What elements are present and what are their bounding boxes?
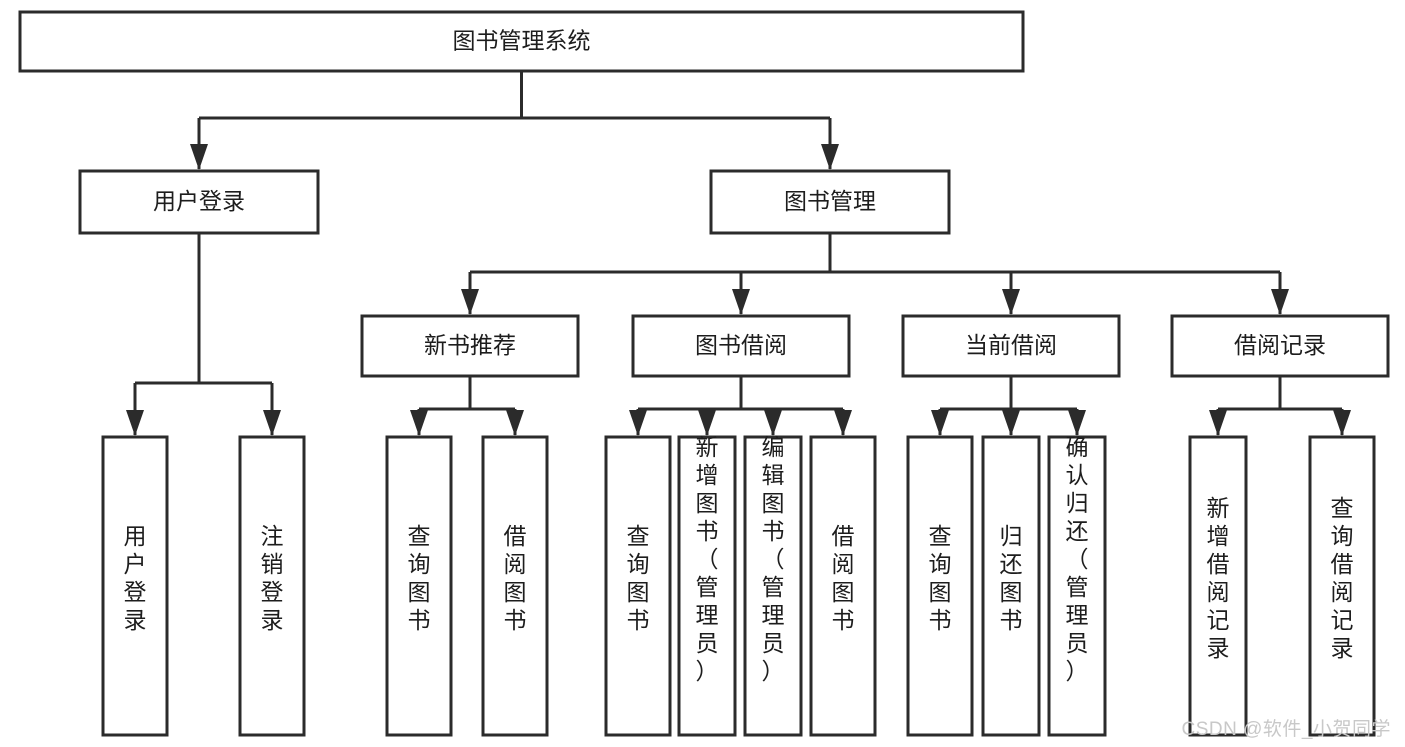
node-new-book-rec-label: 新书推荐 — [424, 332, 516, 358]
node-leaf-user-login-label: 用户登录 — [124, 523, 147, 633]
node-boxes: 图书管理系统用户登录图书管理新书推荐图书借阅当前借阅借阅记录用户登录注销登录查询… — [18, 10, 1390, 737]
node-leaf-query-book-1[interactable]: 查询图书 — [385, 435, 453, 737]
conn-book-admin-arrow-0 — [461, 289, 479, 315]
node-leaf-query-book-3-box — [906, 435, 974, 737]
node-leaf-return-book[interactable]: 归还图书 — [981, 435, 1041, 737]
node-book-admin-label: 图书管理 — [784, 188, 876, 214]
conn-book-admin-arrow-3 — [1271, 289, 1289, 315]
node-leaf-edit-book[interactable]: 编辑图书（管理员） — [743, 434, 803, 737]
csdn-watermark: CSDN @软件_小贺同学 — [1181, 719, 1391, 740]
node-leaf-add-book-label: 新增图书（管理员） — [696, 434, 719, 684]
node-leaf-borrow-book-1-label: 借阅图书 — [504, 523, 527, 633]
conn-current-borrow-arrow-2 — [1068, 410, 1086, 436]
node-leaf-query-record[interactable]: 查询借阅记录 — [1308, 435, 1376, 737]
node-leaf-logout-label: 注销登录 — [261, 523, 284, 633]
node-leaf-add-record-box — [1188, 435, 1248, 737]
node-root-label: 图书管理系统 — [453, 28, 591, 54]
conn-root-arrow-0 — [190, 144, 208, 170]
connector-lines — [126, 71, 1351, 436]
node-leaf-query-book-1-label: 查询图书 — [408, 523, 431, 633]
conn-book-admin-arrow-2 — [1002, 289, 1020, 315]
node-leaf-query-book-2[interactable]: 查询图书 — [604, 435, 672, 737]
node-borrow-record[interactable]: 借阅记录 — [1170, 314, 1390, 378]
conn-book-borrow-arrow-0 — [629, 410, 647, 436]
node-leaf-confirm-return[interactable]: 确认归还（管理员） — [1047, 434, 1107, 737]
conn-borrow-record-arrow-1 — [1333, 410, 1351, 436]
node-current-borrow-label: 当前借阅 — [965, 332, 1057, 358]
node-leaf-edit-book-box — [743, 435, 803, 737]
conn-user-login-arrow-1 — [263, 410, 281, 436]
node-borrow-record-label: 借阅记录 — [1234, 332, 1326, 358]
node-leaf-add-record-label: 新增借阅记录 — [1207, 495, 1230, 661]
node-leaf-confirm-return-box — [1047, 435, 1107, 737]
conn-new-book-rec-arrow-1 — [506, 410, 524, 436]
conn-root-arrow-1 — [821, 144, 839, 170]
conn-book-borrow-arrow-1 — [698, 410, 716, 436]
node-current-borrow[interactable]: 当前借阅 — [901, 314, 1121, 378]
conn-new-book-rec-arrow-0 — [410, 410, 428, 436]
node-book-admin-box — [709, 169, 951, 235]
node-user-login-box — [78, 169, 320, 235]
node-leaf-query-book-2-box — [604, 435, 672, 737]
node-user-login-label: 用户登录 — [153, 188, 245, 214]
node-leaf-add-record[interactable]: 新增借阅记录 — [1188, 435, 1248, 737]
node-leaf-logout[interactable]: 注销登录 — [238, 435, 306, 737]
conn-book-borrow-arrow-3 — [834, 410, 852, 436]
node-new-book-rec-box — [360, 314, 580, 378]
conn-user-login-arrow-0 — [126, 410, 144, 436]
node-book-borrow-box — [631, 314, 851, 378]
node-leaf-edit-book-label: 编辑图书（管理员） — [762, 434, 785, 684]
node-borrow-record-box — [1170, 314, 1390, 378]
node-leaf-borrow-book-1-box — [481, 435, 549, 737]
node-leaf-query-book-2-label: 查询图书 — [627, 523, 650, 633]
node-leaf-query-record-label: 查询借阅记录 — [1331, 495, 1354, 661]
node-leaf-borrow-book-2[interactable]: 借阅图书 — [809, 435, 877, 737]
node-leaf-borrow-book-2-label: 借阅图书 — [832, 523, 855, 633]
node-user-login[interactable]: 用户登录 — [78, 169, 320, 235]
node-current-borrow-box — [901, 314, 1121, 378]
conn-book-admin-arrow-1 — [732, 289, 750, 315]
node-leaf-add-book[interactable]: 新增图书（管理员） — [677, 434, 737, 737]
node-leaf-return-book-label: 归还图书 — [1000, 523, 1023, 633]
node-leaf-add-book-box — [677, 435, 737, 737]
conn-book-borrow-arrow-2 — [764, 410, 782, 436]
node-book-admin[interactable]: 图书管理 — [709, 169, 951, 235]
node-leaf-borrow-book-1[interactable]: 借阅图书 — [481, 435, 549, 737]
node-leaf-query-book-1-box — [385, 435, 453, 737]
conn-borrow-record-arrow-0 — [1209, 410, 1227, 436]
node-root-box — [18, 10, 1025, 73]
node-book-borrow[interactable]: 图书借阅 — [631, 314, 851, 378]
node-leaf-query-book-3-label: 查询图书 — [929, 523, 952, 633]
node-root[interactable]: 图书管理系统 — [18, 10, 1025, 73]
conn-current-borrow-arrow-1 — [1002, 410, 1020, 436]
node-leaf-logout-box — [238, 435, 306, 737]
node-leaf-borrow-book-2-box — [809, 435, 877, 737]
node-new-book-rec[interactable]: 新书推荐 — [360, 314, 580, 378]
node-leaf-user-login[interactable]: 用户登录 — [101, 435, 169, 737]
node-leaf-query-record-box — [1308, 435, 1376, 737]
node-leaf-return-book-box — [981, 435, 1041, 737]
node-leaf-confirm-return-label: 确认归还（管理员） — [1066, 434, 1089, 684]
node-book-borrow-label: 图书借阅 — [695, 332, 787, 358]
conn-current-borrow-arrow-0 — [931, 410, 949, 436]
node-leaf-query-book-3[interactable]: 查询图书 — [906, 435, 974, 737]
node-leaf-user-login-box — [101, 435, 169, 737]
